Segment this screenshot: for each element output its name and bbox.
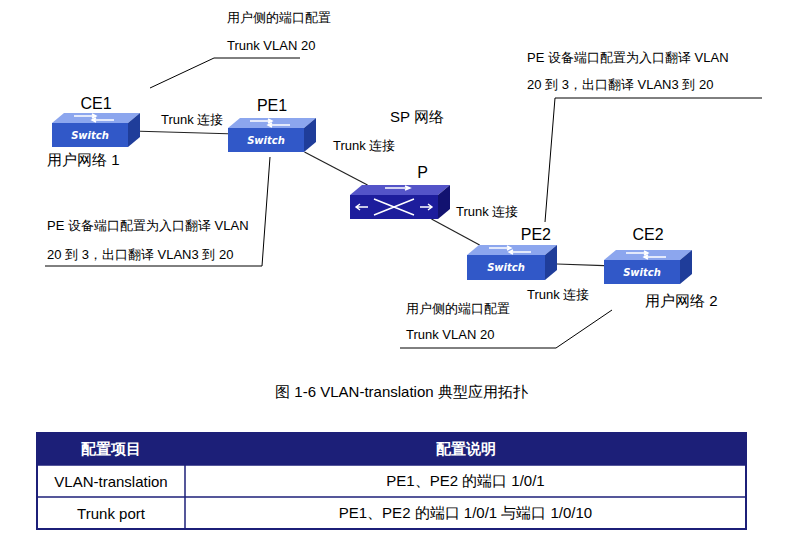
switch-side (680, 250, 692, 284)
region-rect (44, 74, 157, 178)
switch-arrows (626, 251, 666, 259)
switch-arrows (356, 186, 432, 215)
switch-side (438, 185, 450, 219)
trunk-link (140, 131, 228, 134)
device-name: CE1 (52, 95, 140, 113)
device-name: PE1 (228, 97, 316, 115)
switch-side (128, 113, 140, 147)
trunk-link (431, 219, 479, 245)
callout-note: 用户侧的端口配置 (406, 300, 510, 317)
table-rule (37, 496, 746, 498)
callout-note: PE 设备端口配置为入口翻译 VLAN 20 到 3，出口翻译 VLAN3 到 … (47, 211, 257, 269)
link-label: Trunk 连接 (332, 138, 396, 153)
link-label: Trunk 连接 (160, 112, 224, 127)
switch-caption: Switch (467, 255, 545, 280)
trunk-link (304, 152, 367, 185)
switch-icon (350, 185, 450, 219)
arrow-mark (385, 186, 410, 190)
table-rule (184, 465, 186, 529)
arrow-mark (489, 246, 531, 254)
region-rect (601, 217, 735, 321)
network-label: 用户网络 2 (645, 292, 718, 309)
arrow-mark (356, 199, 432, 215)
device-name: CE2 (604, 226, 692, 244)
leader-line (150, 58, 300, 88)
table-header-cell: 配置说明 (185, 433, 746, 465)
switch-top (467, 245, 557, 255)
leader-line (545, 98, 762, 222)
arrow-mark (74, 114, 114, 122)
arrow-mark (626, 251, 666, 259)
switch-icon: Switch (228, 118, 316, 152)
switch-caption: Switch (52, 123, 128, 147)
switch-front (467, 255, 545, 280)
link-label: Trunk 连接 (526, 287, 590, 302)
leader-lines (45, 58, 762, 348)
switch-caption: Switch (604, 260, 680, 284)
table-header-band (37, 433, 746, 465)
switch-side (304, 118, 316, 152)
switch-node: CE1Switch (52, 95, 140, 147)
table-border (37, 433, 746, 529)
switch-front (52, 123, 128, 147)
switch-arrows (74, 114, 114, 122)
callout-note: Trunk VLAN 20 (227, 37, 315, 54)
switch-front (228, 128, 304, 152)
table-cell: VLAN-translation (37, 465, 185, 497)
callout-note: Trunk VLAN 20 (406, 326, 494, 343)
table-header-cell: 配置项目 (37, 433, 185, 465)
switch-top (52, 113, 140, 123)
switch-top (350, 185, 450, 195)
switch-icon: Switch (467, 245, 557, 280)
switch-node: P (350, 164, 450, 219)
switch-drawing (350, 185, 450, 219)
switch-arrows (489, 246, 531, 254)
switch-node: PE1Switch (228, 97, 316, 152)
switch-front (604, 260, 680, 284)
figure-caption: 图 1-6 VLAN-translation 典型应用拓扑 (0, 383, 803, 401)
switch-side (545, 245, 557, 280)
switch-node: PE2Switch (467, 226, 557, 280)
switch-front (350, 195, 438, 219)
switch-icon: Switch (52, 113, 140, 147)
device-name: P (350, 164, 450, 182)
network-region: 用户网络 1 CE1Switch (43, 73, 157, 178)
table-rule (37, 464, 746, 466)
switch-top (228, 118, 316, 128)
cloud-region: SP 网络 P (240, 64, 624, 296)
device-name: PE2 (467, 226, 557, 244)
network-region: 用户网络 2 CE2Switch (600, 216, 735, 321)
network-label: SP 网络 (390, 108, 444, 125)
trunk-link (557, 264, 604, 266)
table-cell: PE1、PE2 的端口 1/0/1 (185, 465, 746, 497)
table-cell: Trunk port (37, 497, 185, 529)
switch-top (604, 250, 692, 260)
switch-icon: Switch (604, 250, 692, 284)
switch-arrows (250, 119, 290, 127)
switch-node: CE2Switch (604, 226, 692, 284)
link-label: Trunk 连接 (455, 204, 519, 219)
callout-note: 用户侧的端口配置 (227, 9, 331, 26)
callout-note: PE 设备端口配置为入口翻译 VLAN 20 到 3，出口翻译 VLAN3 到 … (527, 44, 737, 98)
arrow-mark (250, 119, 290, 127)
config-table (37, 433, 746, 529)
network-label: 用户网络 1 (47, 151, 120, 168)
cloud-outline (240, 64, 624, 296)
table-cell: PE1、PE2 的端口 1/0/1 与端口 1/0/10 (185, 497, 746, 529)
cloud-path (239, 61, 618, 294)
switch-caption: Switch (228, 128, 304, 152)
